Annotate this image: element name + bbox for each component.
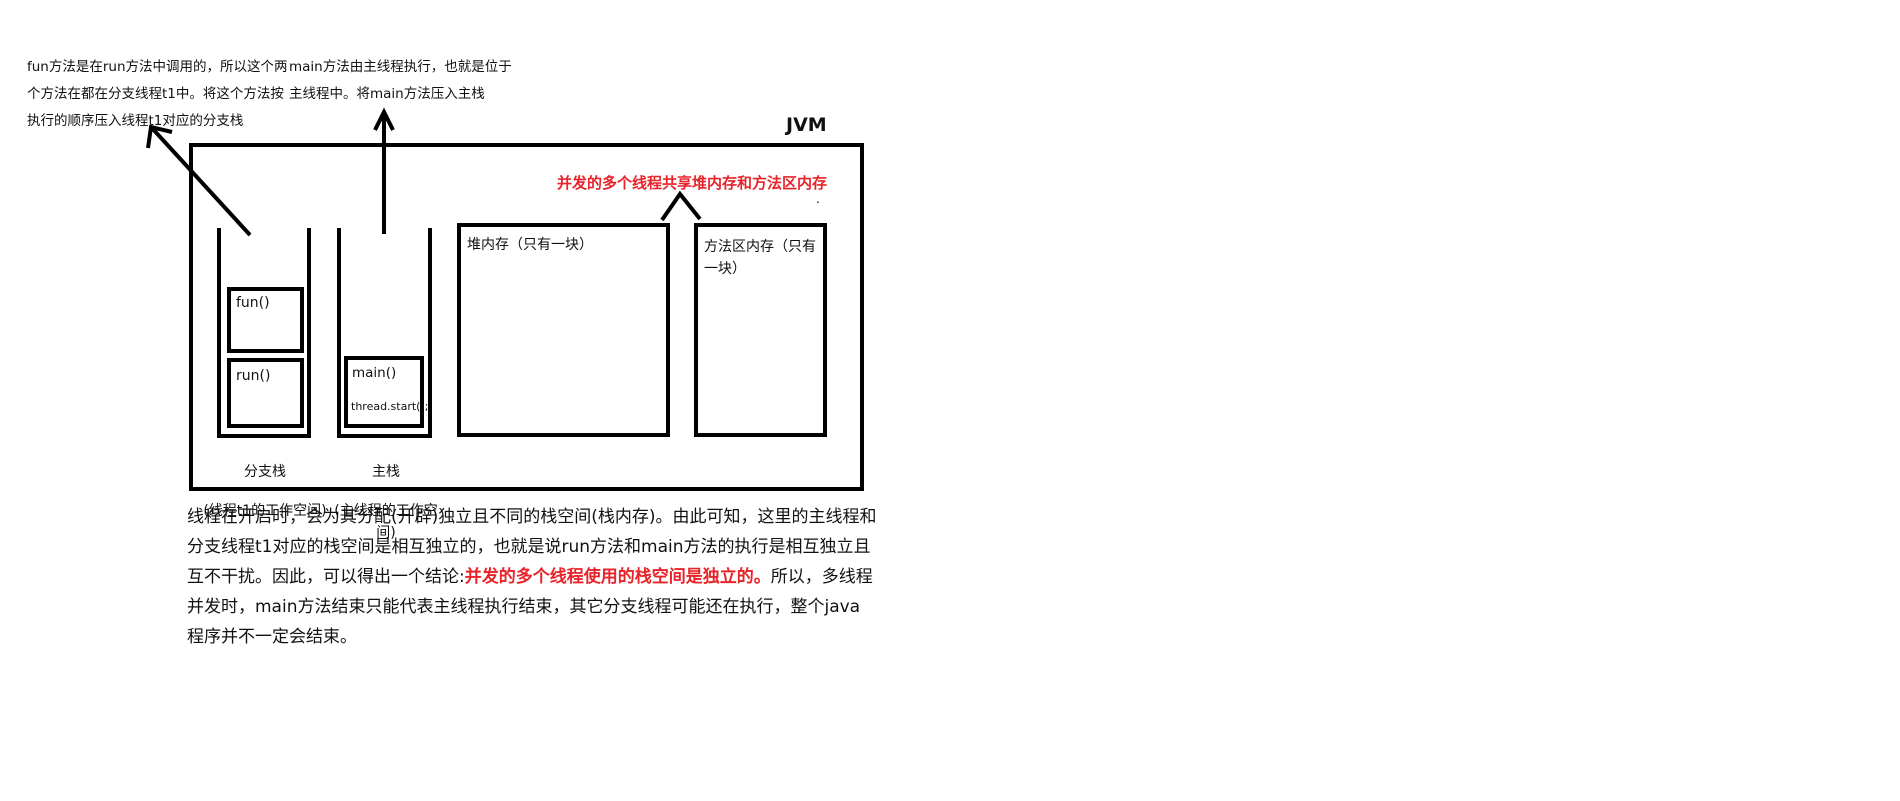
fun-frame: fun() [227, 287, 304, 353]
branch-stack-note: fun方法是在run方法中调用的，所以这个两 个方法在都在分支线程t1中。将这个… [27, 59, 288, 129]
shared-memory-note: 并发的多个线程共享堆内存和方法区内存 [557, 174, 828, 192]
main-stack-left-wall [337, 228, 341, 438]
branch-stack-bottom [217, 434, 311, 438]
fun-frame-label: fun() [236, 295, 270, 311]
main-frame-label: main() [352, 365, 397, 381]
method-area-label: 方法区内存（只有 一块） [704, 239, 816, 277]
description-paragraph: 线程在开启时，会为其分配(开辟)独立且不同的栈空间(栈内存)。由此可知，这里的主… [187, 502, 877, 652]
run-frame-label: run() [236, 368, 271, 384]
main-stack-caption-subtitle: (主线程的工作空间) [334, 503, 438, 541]
main-stack-caption: 主栈 (主线程的工作空间) [325, 444, 447, 562]
description-highlight: 并发的多个线程使用的栈空间是独立的。 [464, 567, 771, 587]
jvm-box [189, 143, 864, 491]
branch-stack-caption-subtitle: (线程t1的工作空间) [203, 503, 327, 519]
main-stack-bottom [337, 434, 432, 438]
description-text-1: 线程在开启时，会为其分配(开辟)独立且不同的栈空间(栈内存)。由此可知，这里的主… [187, 507, 877, 587]
jvm-title: JVM [786, 114, 827, 136]
main-stack-note: main方法由主线程执行，也就是位于 主线程中。将main方法压入主栈 [289, 59, 512, 102]
shared-note-caret [660, 190, 702, 222]
run-frame: run() [227, 358, 304, 428]
heap-label: 堆内存（只有一块） [467, 237, 593, 253]
main-frame: main() thread.start(); [344, 356, 428, 428]
description-text-2: 所以，多线程并发时，main方法结束只能代表主线程执行结束，其它分支线程可能还在… [187, 567, 873, 647]
main-stack-right-wall [428, 228, 432, 438]
thread-start-call: thread.start(); [351, 400, 429, 413]
branch-stack-arrow [146, 124, 252, 237]
stray-dot: . [816, 192, 820, 206]
main-stack-caption-title: 主栈 [372, 464, 400, 480]
branch-stack-caption-title: 分支栈 [244, 464, 286, 480]
heap-box: 堆内存（只有一块） [457, 223, 670, 437]
method-area-box: 方法区内存（只有 一块） [694, 223, 827, 437]
branch-stack-right-wall [307, 228, 311, 438]
branch-stack-caption: 分支栈 (线程t1的工作空间) [200, 444, 330, 540]
main-stack-arrow [373, 107, 395, 234]
branch-stack-left-wall [217, 228, 221, 438]
